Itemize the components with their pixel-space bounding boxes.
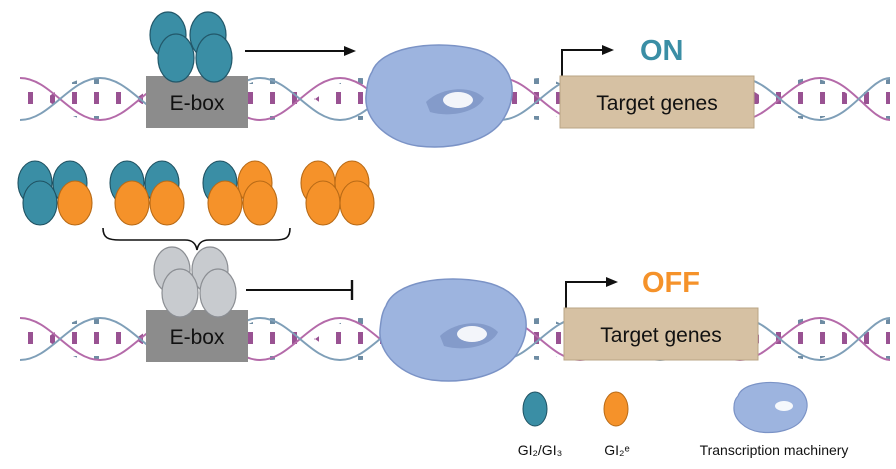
transcription-start-arrow-bottom: [565, 277, 618, 308]
inhibition-line-bottom: [246, 280, 354, 300]
legend-gli23-swatch: [522, 391, 548, 427]
legend-machinery-label: Transcription machinery: [700, 442, 849, 458]
complex-teal-orange-2: [109, 160, 185, 226]
complex-all-orange: [300, 160, 375, 226]
complex-teal-orange-3: [202, 160, 278, 226]
transcription-start-arrow-top: [561, 45, 614, 76]
ebox-bottom-label: E-box: [170, 326, 225, 349]
activation-arrow-top: [245, 46, 356, 56]
status-on-label: ON: [640, 35, 684, 67]
legend-gli2e-swatch: [603, 391, 629, 427]
target-genes-box-top: [559, 75, 755, 129]
ebox-top-label: E-box: [170, 92, 225, 115]
target-genes-top-label: Target genes: [596, 92, 717, 115]
target-genes-box-bottom: [563, 307, 759, 361]
legend-gli2e-label: GI₂ᵉ: [604, 442, 629, 458]
grouping-brace: [102, 227, 291, 251]
status-off-label: OFF: [642, 267, 700, 299]
transcription-machinery-top: [365, 44, 513, 148]
complex-teal-orange-1: [17, 160, 93, 226]
ebox-bottom: [146, 310, 248, 362]
ebox-top: [146, 76, 248, 128]
target-genes-bottom-label: Target genes: [600, 324, 721, 347]
legend-machinery-swatch: [733, 381, 808, 434]
legend-gli23-label: GI₂/GI₃: [518, 442, 563, 458]
gli23-complex-top: [149, 11, 233, 83]
inactive-complex-bottom: [153, 246, 237, 318]
transcription-machinery-bottom: [379, 278, 527, 382]
